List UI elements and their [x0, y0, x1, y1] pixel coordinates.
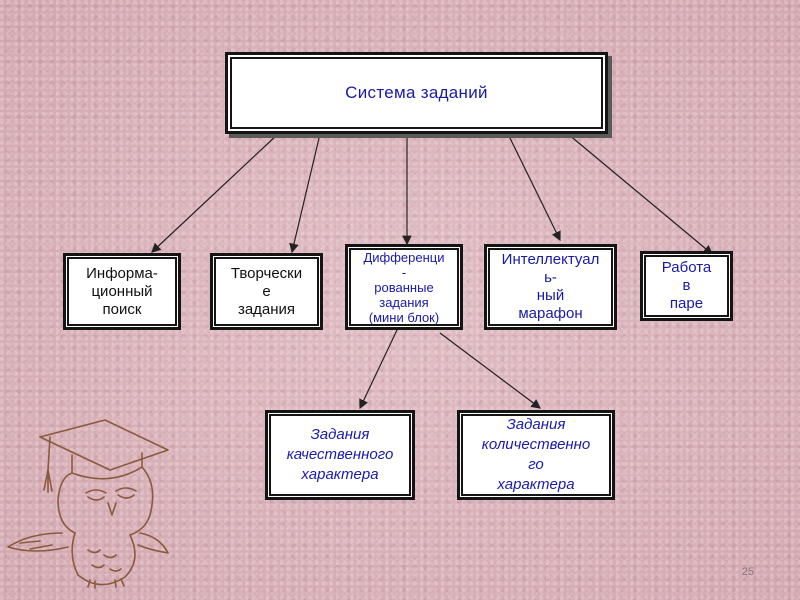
- category-marathon: Интеллектуал ь- ный марафон: [484, 244, 617, 330]
- category-label: Дифференци - рованные задания (мини блок…: [363, 249, 445, 325]
- root-node: Система заданий: [225, 52, 608, 134]
- category-differentiated: Дифференци - рованные задания (мини блок…: [345, 244, 463, 330]
- arrow-to-creative: [289, 133, 321, 254]
- sub-item-quantitative: Задания количественно го характера: [457, 410, 615, 500]
- category-label: Информа- ционный поиск: [86, 264, 158, 318]
- root-label: Система заданий: [345, 83, 488, 102]
- page-number: 25: [741, 566, 754, 578]
- category-label: Интеллектуал ь- ный марафон: [501, 251, 600, 322]
- owl-graduate-icon: [7, 419, 169, 589]
- sub-item-label: Задания количественно го характера: [481, 416, 591, 493]
- arrow-to-info-search: [151, 133, 279, 253]
- category-label: Работа в паре: [661, 259, 712, 312]
- arrow-to-qualitative: [359, 329, 398, 410]
- arrow-to-pair-work: [567, 133, 713, 255]
- category-pair-work: Работа в паре: [640, 251, 733, 321]
- sub-item-qualitative: Задания качественного характера: [265, 410, 415, 500]
- sub-item-label: Задания качественного характера: [286, 426, 394, 483]
- arrow-to-marathon: [507, 133, 561, 242]
- category-label: Творчески е задания: [230, 264, 303, 318]
- arrow-to-quantitative: [439, 332, 541, 409]
- category-creative: Творчески е задания: [210, 253, 323, 330]
- category-info-search: Информа- ционный поиск: [63, 253, 181, 330]
